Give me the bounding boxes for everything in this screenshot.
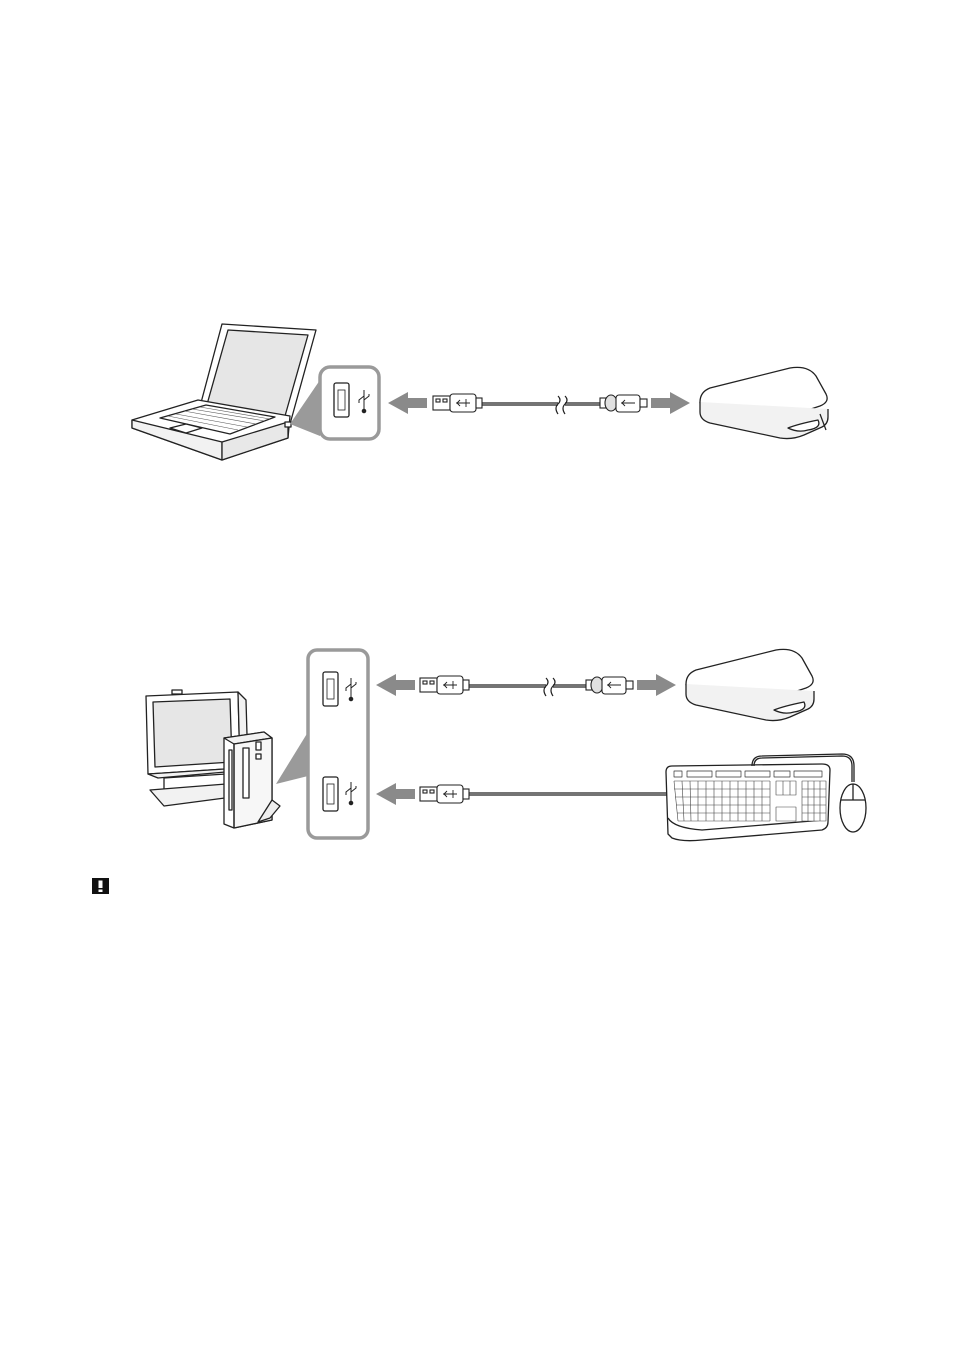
usb-cable-icon xyxy=(469,678,586,696)
usb-a-plug-icon xyxy=(420,785,469,803)
callout-wedge xyxy=(276,732,308,784)
usb-cable-icon xyxy=(482,396,600,414)
arrow-left-icon xyxy=(376,783,415,805)
usb-b-plug-icon xyxy=(586,677,633,694)
caution-icon xyxy=(92,878,109,894)
card-reader-icon xyxy=(700,367,828,438)
usb-port-callout xyxy=(320,367,379,439)
card-reader-icon xyxy=(686,649,814,720)
arrow-right-icon xyxy=(637,674,676,696)
desktop-connection-diagram xyxy=(130,640,875,855)
keyboard-cable-icon xyxy=(469,793,668,795)
arrow-left-icon xyxy=(376,674,415,696)
laptop-connection-diagram xyxy=(120,310,850,475)
usb-a-plug-icon xyxy=(420,676,469,694)
usb-port-callout xyxy=(308,650,368,838)
usb-b-plug-icon xyxy=(600,395,647,412)
usb-a-plug-icon xyxy=(433,394,482,412)
laptop-icon xyxy=(132,324,316,460)
arrow-right-icon xyxy=(651,392,690,414)
arrow-left-icon xyxy=(388,392,427,414)
tower-computer-icon xyxy=(224,732,280,828)
keyboard-icon xyxy=(666,764,830,841)
